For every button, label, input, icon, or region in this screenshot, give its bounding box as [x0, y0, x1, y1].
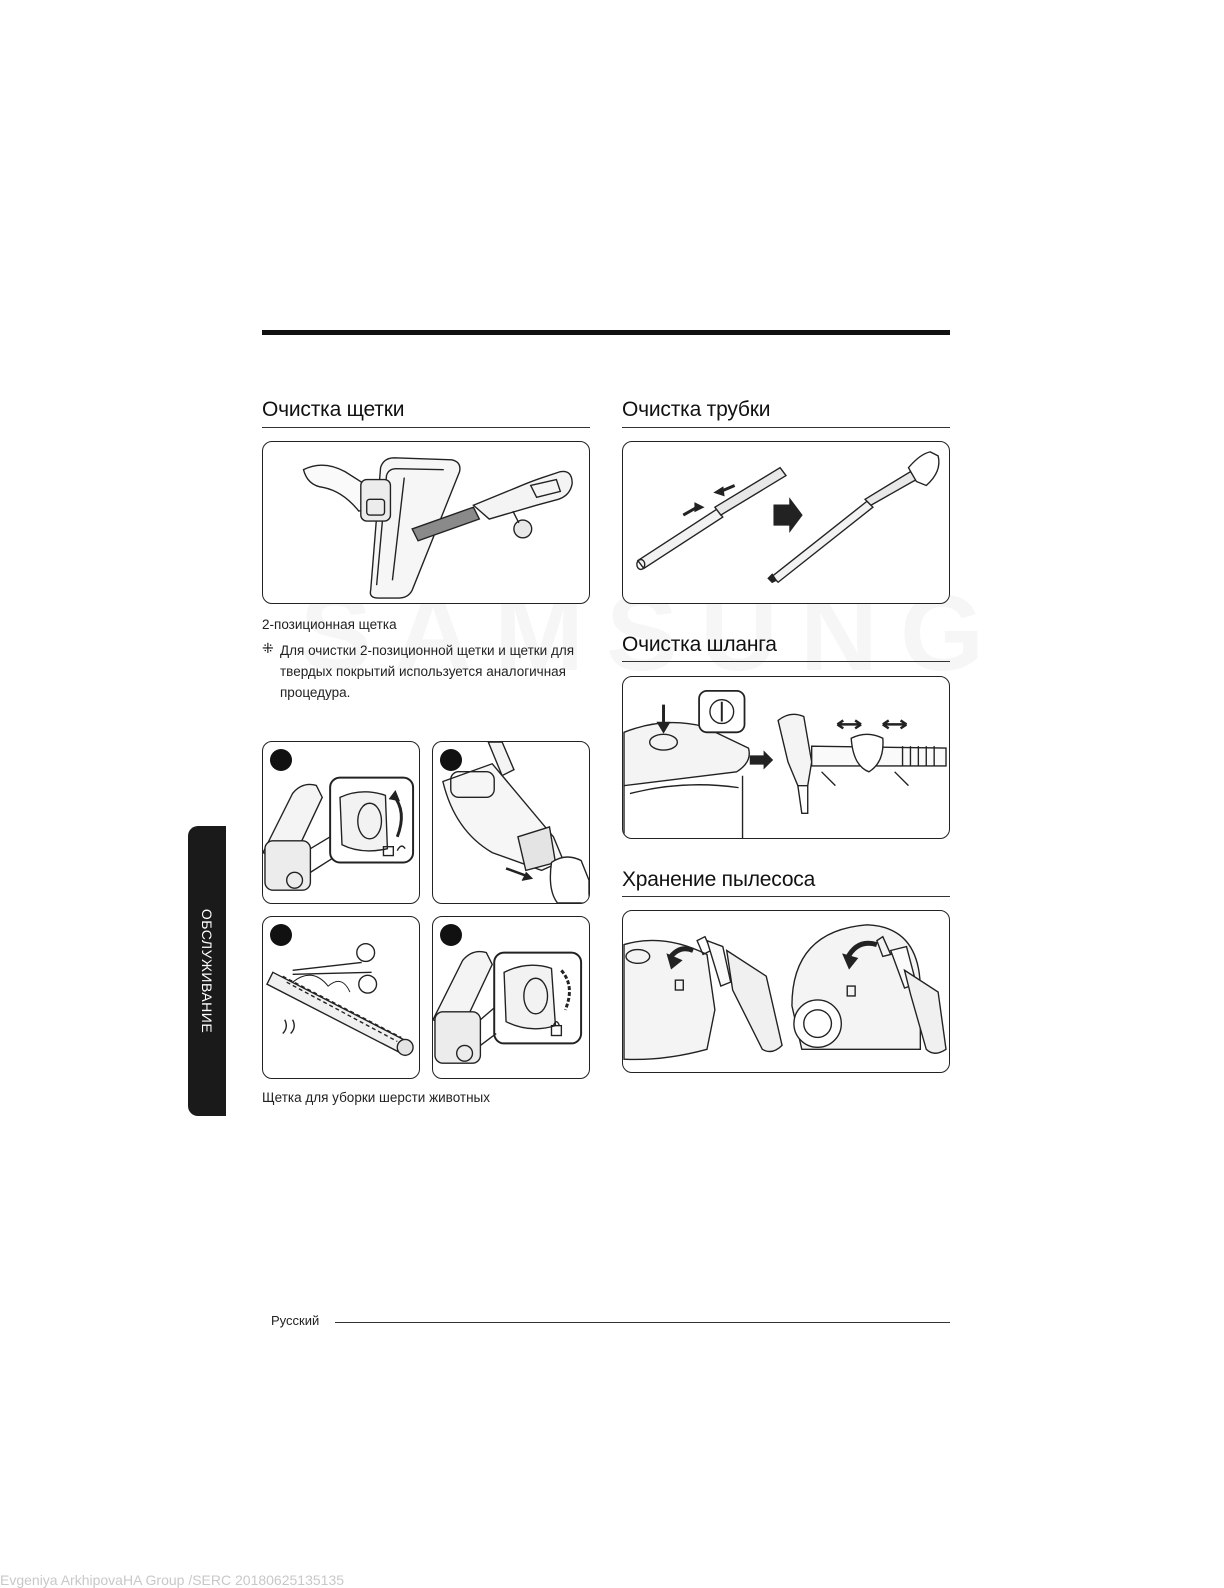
lock-cap-drawing: [433, 950, 583, 1064]
pet-brush-step-2: [432, 741, 590, 904]
storage-section-title: Хранение пылесоса: [622, 868, 816, 891]
document-stamp: Evgeniya ArkhipovaHA Group /SERC 2018062…: [0, 1572, 345, 1588]
hose-illustration: [622, 676, 950, 839]
note-marker: ⁜: [262, 640, 274, 656]
brush-illustration: [262, 441, 590, 604]
hose-section-title: Очистка шланга: [622, 633, 777, 656]
side-tab-label: ОБСЛУЖИВАНИЕ: [199, 908, 215, 1034]
brush-note: ⁜ Для очистки 2-позиционной щетки и щетк…: [262, 640, 594, 706]
tube-section-title: Очистка трубки: [622, 398, 771, 421]
brush-section-title: Очистка щетки: [262, 398, 405, 421]
hose-cleaning-drawing: [623, 689, 947, 838]
footer-language: Русский: [271, 1313, 320, 1328]
telescopic-tube-drawing: [636, 451, 940, 584]
tube-illustration: [622, 441, 950, 604]
storage-section-rule: [622, 896, 950, 897]
step-marker: [440, 749, 462, 771]
pull-roller-drawing: [442, 742, 589, 903]
unlock-cap-drawing: [263, 776, 415, 891]
footer-rule: [335, 1322, 950, 1323]
section-side-tab: ОБСЛУЖИВАНИЕ: [188, 826, 226, 1116]
pet-brush-step-1: [262, 741, 420, 904]
step-marker: [440, 924, 462, 946]
hose-section-rule: [622, 661, 950, 662]
step-marker: [270, 749, 292, 771]
step-marker: [270, 924, 292, 946]
pet-brush-step-3: [262, 916, 420, 1079]
brush-section-rule: [262, 427, 590, 428]
storage-illustration: [622, 910, 950, 1073]
pet-brush-step-4: [432, 916, 590, 1079]
two-position-brush-drawing: [302, 457, 573, 599]
pet-brush-caption: Щетка для уборки шерсти животных: [262, 1090, 490, 1105]
cut-hair-drawing: [266, 942, 414, 1057]
brush-note-text: Для очистки 2-позиционной щетки и щетки …: [280, 643, 575, 700]
tube-section-rule: [622, 427, 950, 428]
top-rule: [262, 330, 950, 335]
vacuum-storage-drawing: [623, 924, 947, 1061]
brush-caption: 2-позиционная щетка: [262, 617, 397, 632]
